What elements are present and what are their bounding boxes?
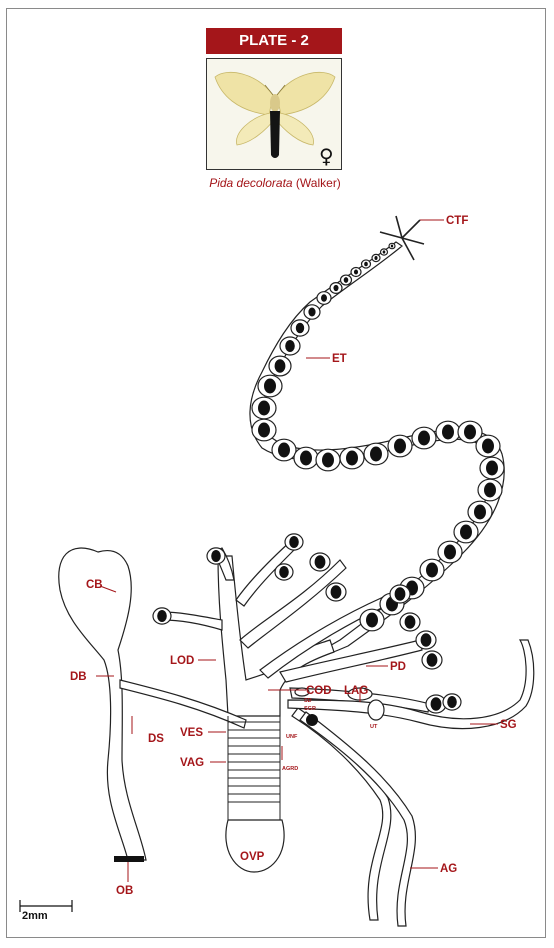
scale-bar-label: 2mm: [22, 910, 48, 922]
label-ctf: CTF: [446, 215, 468, 227]
label-cb: CB: [86, 579, 103, 591]
oocyte-nucleus: [279, 566, 289, 578]
oocyte-nucleus: [308, 308, 315, 317]
oocyte-nucleus: [405, 615, 416, 629]
accessory-gland-duct-2: [300, 712, 415, 926]
oocyte-nucleus: [374, 256, 377, 260]
label-cod: COD: [306, 685, 332, 697]
accessory-gland-reservoir: [306, 714, 318, 726]
oocyte-nucleus: [366, 613, 378, 628]
oocyte-nucleus: [383, 250, 386, 253]
oocyte-nucleus: [370, 447, 382, 462]
oocyte-nucleus: [289, 536, 299, 548]
label-sd: SD: [304, 698, 312, 704]
oocyte-nucleus: [427, 653, 438, 667]
oocyte-nucleus: [418, 431, 430, 446]
oocyte-nucleus: [484, 483, 496, 498]
label-db: DB: [70, 671, 87, 683]
oocyte-nucleus: [391, 245, 393, 248]
oocyte-nucleus: [447, 696, 457, 708]
oocyte-nucleus: [344, 277, 349, 283]
vagina-rings: [228, 716, 280, 820]
oocyte-nucleus: [296, 323, 304, 334]
oocyte-nucleus: [264, 379, 276, 394]
label-ves: VES: [180, 727, 203, 739]
label-ovp: OVP: [240, 851, 265, 863]
oocyte-nucleus: [442, 425, 454, 440]
oocyte-nucleus: [331, 585, 342, 599]
oocyte-nucleus: [157, 610, 167, 622]
ovipositor: [226, 820, 284, 872]
oocyte-nucleus: [315, 555, 326, 569]
utriculus: [368, 700, 384, 720]
label-ag: AG: [440, 863, 457, 875]
oocyte-nucleus: [431, 697, 442, 711]
label-ut: UT: [370, 724, 378, 730]
label-pd: PD: [390, 661, 406, 673]
oocyte-nucleus: [482, 439, 494, 454]
oocyte-nucleus: [278, 443, 290, 458]
oocyte-nucleus: [258, 423, 270, 438]
oocyte-nucleus: [426, 563, 438, 578]
oocyte-nucleus: [395, 587, 406, 601]
oocyte-nucleus: [460, 525, 472, 540]
oocyte-nucleus: [421, 633, 432, 647]
ostium-bursae: [114, 856, 144, 862]
oocyte-nucleus: [322, 453, 334, 468]
label-agrd: AGRD: [282, 766, 298, 772]
oocyte-nucleus: [474, 505, 486, 520]
oocyte-nucleus: [394, 439, 406, 454]
oocyte-nucleus: [364, 262, 368, 267]
oocyte-nucleus: [258, 401, 270, 416]
label-vag: VAG: [180, 757, 204, 769]
label-sg: SG: [500, 719, 517, 731]
label-unf: UNF: [286, 734, 298, 740]
oocyte-nucleus: [285, 340, 295, 352]
label-et: ET: [332, 353, 347, 365]
oocyte-nucleus: [333, 285, 338, 291]
oocyte-nucleus: [346, 451, 358, 466]
oocyte-nucleus: [444, 545, 456, 560]
oocyte-nucleus: [211, 550, 221, 562]
label-lod: LOD: [170, 655, 194, 667]
oocyte-nucleus: [354, 269, 358, 274]
oocyte-nucleus: [464, 425, 476, 440]
label-ob: OB: [116, 885, 133, 897]
bursa-copulatrix: [59, 548, 146, 860]
oocyte-nucleus: [321, 294, 327, 302]
oocyte-nucleus: [300, 451, 312, 466]
label-ds: DS: [148, 733, 164, 745]
oocyte-nucleus: [486, 461, 498, 476]
oocyte-nucleus: [275, 359, 286, 373]
label-sgr: SGR: [304, 706, 316, 712]
label-lag: LAG: [344, 685, 368, 697]
